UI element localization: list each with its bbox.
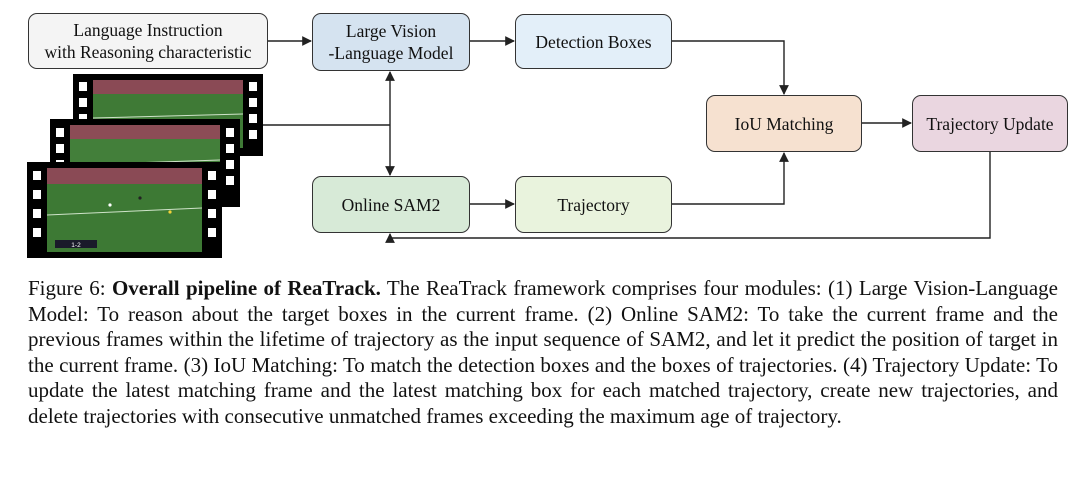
node-trajectory-label: Trajectory [557,194,630,215]
figure-caption: Figure 6: Overall pipeline of ReaTrack. … [28,276,1058,429]
caption-body: The ReaTrack framework comprises four mo… [28,276,1058,428]
node-language-instruction-line2: with Reasoning characteristic [44,42,252,62]
node-language-instruction: Language Instruction with Reasoning char… [28,13,268,69]
node-trajectory-update-label: Trajectory Update [926,113,1054,134]
arrow-traj-update-to-sam2 [385,152,991,243]
caption-title: Overall pipeline of ReaTrack. [111,276,381,300]
node-trajectory: Trajectory [515,176,672,233]
node-online-sam2-label: Online SAM2 [341,194,441,215]
node-large-vision-language-model: Large Vision -Language Model [312,13,470,71]
node-detection-boxes: Detection Boxes [515,14,672,69]
node-lvlm-line1: Large Vision [345,21,437,41]
node-detection-boxes-label: Detection Boxes [535,31,652,52]
arrow-detection-to-iou [672,40,789,95]
pipeline-diagram: 1-2 Language [27,13,1068,258]
caption-prefix: Figure 6: [28,276,112,300]
node-online-sam2: Online SAM2 [312,176,470,233]
video-frames: 1-2 [27,74,263,258]
scoreboard [55,240,97,248]
connector-layer: 1-2 [27,36,991,258]
film-frame-front: 1-2 [27,162,222,258]
node-iou-matching-label: IoU Matching [734,113,834,134]
node-language-instruction-line1: Language Instruction [73,20,223,40]
node-trajectory-update: Trajectory Update [912,95,1068,152]
node-lvlm-line2: -Language Model [328,43,454,63]
node-iou-matching: IoU Matching [706,95,862,152]
scoreboard-text: 1-2 [71,242,81,249]
arrow-trajectory-to-iou [672,152,789,205]
